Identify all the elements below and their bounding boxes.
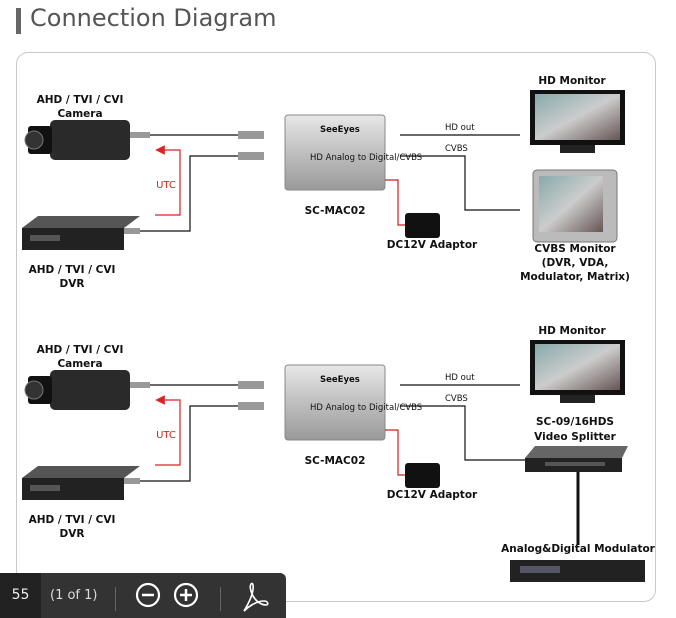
modulator-icon — [510, 560, 645, 582]
cvbs-monitor-icon — [532, 169, 618, 243]
adaptor-icon — [405, 463, 440, 488]
modulator-label: Analog&Digital Modulator — [501, 543, 656, 555]
title-accent-bar — [16, 8, 21, 34]
power-line — [385, 429, 405, 476]
converter-label: SC-MAC02 — [305, 455, 366, 467]
adaptor-label: DC12V Adaptor — [387, 239, 478, 251]
toolbar-divider — [115, 587, 116, 611]
page-number-input[interactable]: 55 — [0, 573, 41, 618]
bnc-connector — [238, 131, 264, 139]
svg-text:HD Analog to Digital/CVBS: HD Analog to Digital/CVBS — [310, 153, 422, 163]
bnc-connector — [238, 152, 264, 160]
cvbs-label: CVBS — [445, 394, 468, 404]
cables — [140, 384, 580, 545]
bnc-connector — [238, 381, 264, 389]
dvr-label: AHD / TVI / CVI — [29, 264, 116, 276]
camera-icon — [24, 370, 150, 410]
converter-device: SeeEyes HD Analog to Digital/CVBS — [284, 364, 422, 441]
utc-arrow — [155, 145, 181, 216]
cables — [140, 134, 520, 232]
power-line — [385, 179, 405, 226]
cvbs-monitor-label: (DVR, VDA, — [542, 257, 609, 269]
splitter-label: SC-09/16HDS — [536, 416, 614, 428]
page-count: (1 of 1) — [50, 588, 98, 603]
hd-out-label: HD out — [445, 373, 475, 383]
hd-monitor-label: HD Monitor — [538, 75, 606, 87]
cvbs-monitor-label: Modulator, Matrix) — [520, 271, 630, 283]
hd-out-label: HD out — [445, 123, 475, 133]
zoom-in-button[interactable] — [172, 581, 200, 609]
hd-monitor-icon — [530, 90, 625, 153]
acrobat-icon — [243, 582, 269, 612]
diagram-section-bottom: AHD / TVI / CVI Camera AHD / TVI / CVI D… — [22, 325, 656, 582]
camera-label: Camera — [57, 358, 102, 370]
camera-label: AHD / TVI / CVI — [37, 94, 124, 106]
utc-label: UTC — [156, 430, 176, 441]
page-title: Connection Diagram — [30, 4, 277, 32]
zoom-out-button[interactable] — [134, 581, 162, 609]
utc-arrow — [155, 395, 181, 466]
svg-text:HD Analog to Digital/CVBS: HD Analog to Digital/CVBS — [310, 403, 422, 413]
camera-label: Camera — [57, 108, 102, 120]
svg-text:SeeEyes: SeeEyes — [320, 125, 360, 135]
zoom-out-icon — [135, 582, 161, 608]
dvr-label: DVR — [60, 528, 85, 540]
svg-text:SeeEyes: SeeEyes — [320, 375, 360, 385]
hd-monitor-label: HD Monitor — [538, 325, 606, 337]
camera-label: AHD / TVI / CVI — [37, 344, 124, 356]
adaptor-label: DC12V Adaptor — [387, 489, 478, 501]
video-splitter-icon — [525, 446, 628, 472]
dvr-label: AHD / TVI / CVI — [29, 514, 116, 526]
converter-device: SeeEyes HD Analog to Digital/CVBS — [284, 114, 422, 191]
dvr-icon — [22, 466, 140, 500]
pdf-toolbar: 55 (1 of 1) — [0, 573, 286, 618]
cvbs-label: CVBS — [445, 144, 468, 154]
camera-icon — [24, 120, 150, 160]
open-in-acrobat-button[interactable] — [238, 581, 270, 612]
diagram-frame — [16, 52, 656, 602]
hd-monitor-icon — [530, 340, 625, 403]
dvr-icon — [22, 216, 140, 250]
cvbs-monitor-label: CVBS Monitor — [534, 243, 616, 255]
dvr-label: DVR — [60, 278, 85, 290]
diagram-section-top: AHD / TVI / CVI Camera AHD / TVI / CVI D… — [22, 75, 630, 290]
zoom-in-icon — [173, 582, 199, 608]
toolbar-divider — [220, 587, 221, 611]
bnc-connector — [238, 402, 264, 410]
utc-label: UTC — [156, 180, 176, 191]
splitter-label: Video Splitter — [534, 431, 616, 443]
adaptor-icon — [405, 213, 440, 238]
converter-label: SC-MAC02 — [305, 205, 366, 217]
